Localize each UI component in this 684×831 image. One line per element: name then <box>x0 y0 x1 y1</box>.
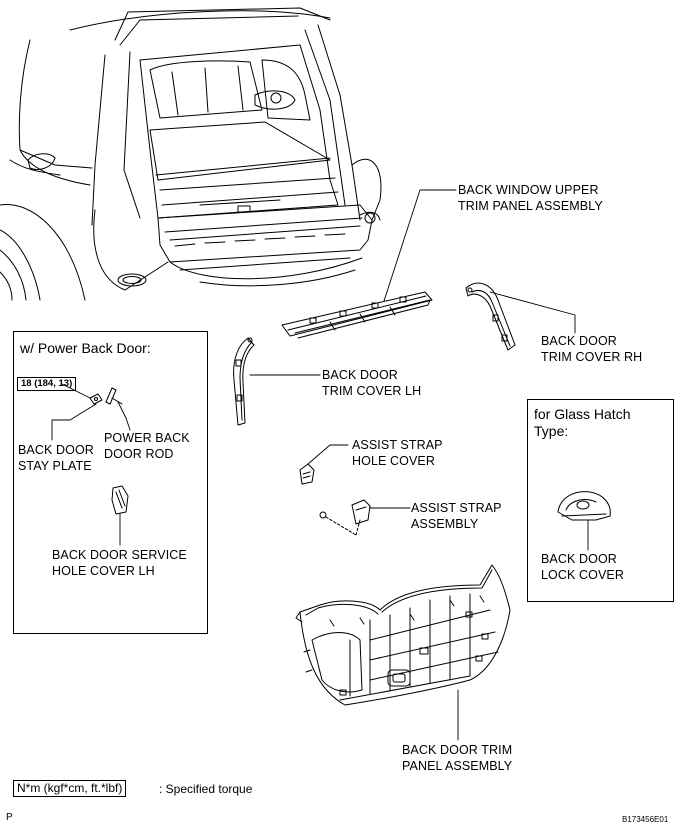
callout-back-door-trim-panel-assembly: BACK DOOR TRIM PANEL ASSEMBLY <box>402 742 512 774</box>
power-back-door-rod-part <box>105 387 123 405</box>
callout-line: BACK DOOR <box>541 552 617 566</box>
callout-back-door-lock-cover: BACK DOOR LOCK COVER <box>541 551 624 583</box>
leader-power-rod <box>117 401 131 431</box>
glass-hatch-inset-title: for Glass Hatch Type: <box>534 406 630 440</box>
vehicle-rear-illustration <box>0 7 382 301</box>
assist-strap-hole-cover-part <box>299 463 315 485</box>
callout-back-door-trim-cover-rh: BACK DOOR TRIM COVER RH <box>541 333 642 365</box>
callout-line: HOLE COVER <box>352 454 435 468</box>
callout-line: BACK WINDOW UPPER <box>458 183 599 197</box>
power-back-door-inset-title: w/ Power Back Door: <box>20 340 151 356</box>
callout-back-door-stay-plate: BACK DOOR STAY PLATE <box>18 442 94 474</box>
torque-legend-key: N*m (kgf*cm, ft.*lbf) <box>13 780 127 797</box>
callout-line: TRIM COVER LH <box>322 384 422 398</box>
callout-line: BACK DOOR TRIM <box>402 743 513 757</box>
power-back-door-inset <box>13 331 208 634</box>
callout-line: POWER BACK <box>104 431 190 445</box>
back-door-trim-panel-part <box>295 564 511 706</box>
callout-line: STAY PLATE <box>18 459 92 473</box>
callout-back-door-trim-cover-lh: BACK DOOR TRIM COVER LH <box>322 367 421 399</box>
callout-line: BACK DOOR <box>322 368 398 382</box>
inset-title-line: Type: <box>534 423 569 439</box>
callout-line: DOOR ROD <box>104 447 174 461</box>
callout-line: BACK DOOR <box>18 443 94 457</box>
leader-hole-cover <box>307 444 349 465</box>
inset-title-line: for Glass Hatch <box>534 406 631 422</box>
torque-legend-text: : Specified torque <box>159 782 253 796</box>
back-door-trim-cover-lh-part <box>233 337 255 426</box>
callout-line: TRIM COVER RH <box>541 350 643 364</box>
assist-strap-assembly-part <box>319 499 371 536</box>
back-door-stay-plate-part <box>89 393 103 405</box>
callout-line: HOLE COVER LH <box>52 564 155 578</box>
back-door-trim-cover-rh-part <box>465 282 516 351</box>
figure-id: B173456E01 <box>622 815 669 824</box>
leader-trim-cover-rh <box>489 291 576 334</box>
leader-back-window-upper <box>383 189 457 302</box>
callout-line: BACK DOOR SERVICE <box>52 548 187 562</box>
glass-hatch-inset <box>527 399 674 602</box>
leader-stay-plate <box>51 403 97 441</box>
callout-assist-strap-assembly: ASSIST STRAP ASSEMBLY <box>411 500 502 532</box>
callout-line: ASSIST STRAP <box>352 438 443 452</box>
back-window-upper-trim-panel-part <box>281 291 433 339</box>
leader-torque <box>61 383 91 399</box>
callout-assist-strap-hole-cover: ASSIST STRAP HOLE COVER <box>352 437 443 469</box>
callout-line: PANEL ASSEMBLY <box>402 759 513 773</box>
back-door-lock-cover-part <box>557 491 611 521</box>
callout-power-back-door-rod: POWER BACK DOOR ROD <box>104 430 190 462</box>
callout-line: ASSIST STRAP <box>411 501 502 515</box>
torque-spec-badge: 18 (184, 13) <box>17 377 77 391</box>
callout-line: ASSEMBLY <box>411 517 479 531</box>
callout-line: LOCK COVER <box>541 568 624 582</box>
back-door-service-hole-cover-part <box>111 485 129 515</box>
callout-line: BACK DOOR <box>541 334 617 348</box>
callout-back-window-upper-trim-panel: BACK WINDOW UPPER TRIM PANEL ASSEMBLY <box>458 182 603 214</box>
callout-line: TRIM PANEL ASSEMBLY <box>458 199 603 213</box>
callout-back-door-service-hole-cover-lh: BACK DOOR SERVICE HOLE COVER LH <box>52 547 187 579</box>
page-letter: P <box>6 812 13 823</box>
